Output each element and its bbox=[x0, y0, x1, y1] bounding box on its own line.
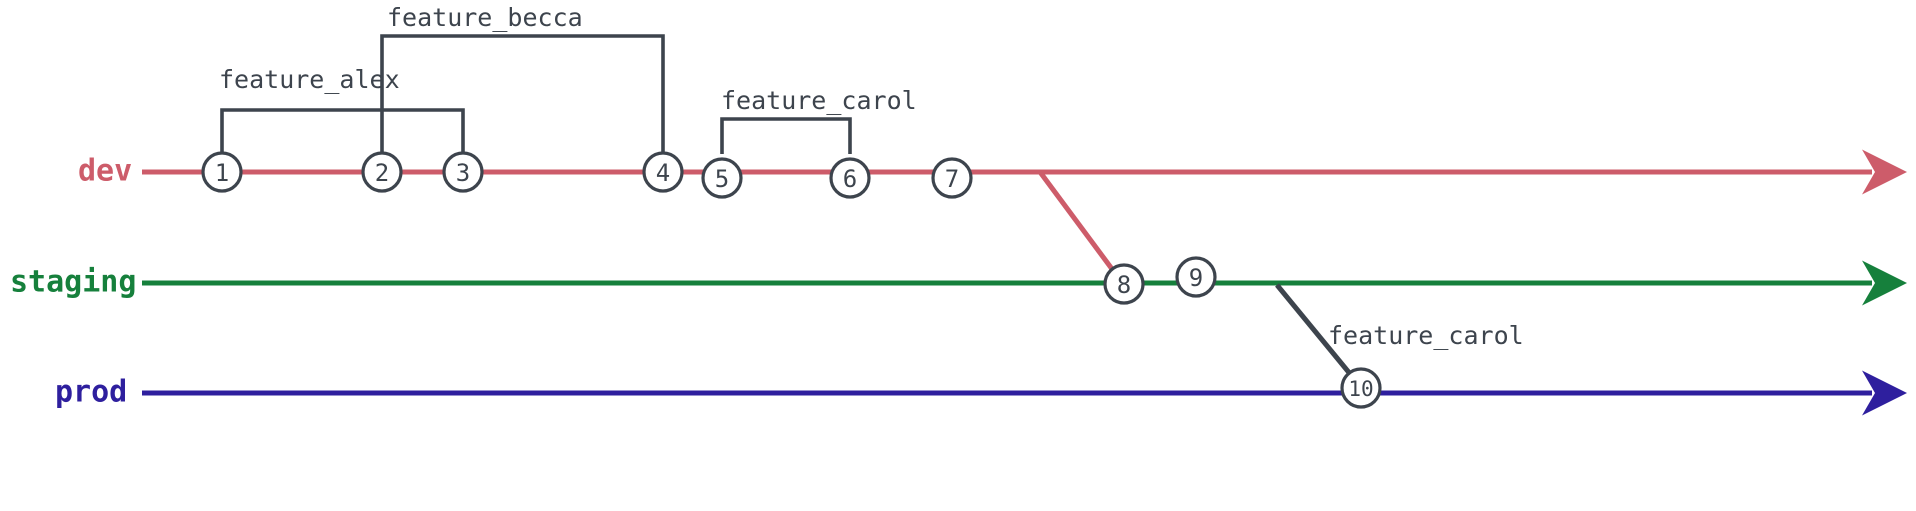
commit-node-8[interactable]: 8 bbox=[1103, 263, 1145, 305]
branch-label-prod: prod bbox=[55, 375, 127, 410]
commit-circle-10[interactable] bbox=[1340, 367, 1382, 409]
commit-circle-3[interactable] bbox=[442, 151, 484, 193]
commit-circle-2[interactable] bbox=[361, 151, 403, 193]
commit-number-6: 6 bbox=[843, 165, 857, 193]
branch-label-staging: staging bbox=[10, 265, 136, 300]
bracket-feature-becca bbox=[380, 34, 665, 154]
bracket-feature-alex bbox=[220, 108, 465, 154]
feature-label-alex: feature_alex bbox=[219, 65, 400, 94]
merge-edges-group: feature_carol bbox=[1037, 170, 1524, 377]
merge-edge-dev-to-staging bbox=[1037, 170, 1115, 271]
branch-label-dev: dev bbox=[78, 154, 132, 189]
commit-node-6[interactable]: 6 bbox=[829, 157, 871, 199]
commit-number-7: 7 bbox=[945, 165, 959, 193]
feature-brackets-group: feature_alex feature_becca feature_carol bbox=[219, 3, 917, 154]
commit-number-4: 4 bbox=[656, 159, 670, 187]
commit-circle-5[interactable] bbox=[701, 157, 743, 199]
feature-label-carol-prod: feature_carol bbox=[1328, 321, 1524, 350]
commit-circle-7[interactable] bbox=[931, 157, 973, 199]
commit-node-2[interactable]: 2 bbox=[361, 151, 403, 193]
commit-node-7[interactable]: 7 bbox=[931, 157, 973, 199]
feature-label-carol-dev: feature_carol bbox=[721, 86, 917, 115]
feature-label-becca: feature_becca bbox=[387, 3, 583, 32]
commit-number-8: 8 bbox=[1117, 271, 1131, 299]
commit-node-4[interactable]: 4 bbox=[642, 151, 684, 193]
bracket-feature-carol-dev bbox=[720, 117, 852, 154]
commit-nodes-group: 1 2 3 4 5 6 bbox=[201, 151, 1382, 409]
branch-labels-group: dev staging prod bbox=[10, 154, 136, 410]
commit-number-10: 10 bbox=[1348, 377, 1373, 401]
commit-circle-8[interactable] bbox=[1103, 263, 1145, 305]
commit-number-1: 1 bbox=[215, 159, 229, 187]
commit-number-2: 2 bbox=[375, 159, 389, 187]
commit-number-5: 5 bbox=[715, 165, 729, 193]
commit-node-10[interactable]: 10 bbox=[1340, 367, 1382, 409]
commit-circle-4[interactable] bbox=[642, 151, 684, 193]
commit-circle-9[interactable] bbox=[1175, 256, 1217, 298]
commit-number-3: 3 bbox=[456, 159, 470, 187]
commit-node-3[interactable]: 3 bbox=[442, 151, 484, 193]
commit-node-9[interactable]: 9 bbox=[1175, 256, 1217, 298]
commit-number-9: 9 bbox=[1189, 264, 1203, 292]
branch-lines-group bbox=[142, 149, 1907, 416]
commit-circle-6[interactable] bbox=[829, 157, 871, 199]
commit-node-1[interactable]: 1 bbox=[201, 151, 243, 193]
commit-node-5[interactable]: 5 bbox=[701, 157, 743, 199]
merge-edge-staging-to-prod bbox=[1275, 283, 1353, 377]
commit-circle-1[interactable] bbox=[201, 151, 243, 193]
